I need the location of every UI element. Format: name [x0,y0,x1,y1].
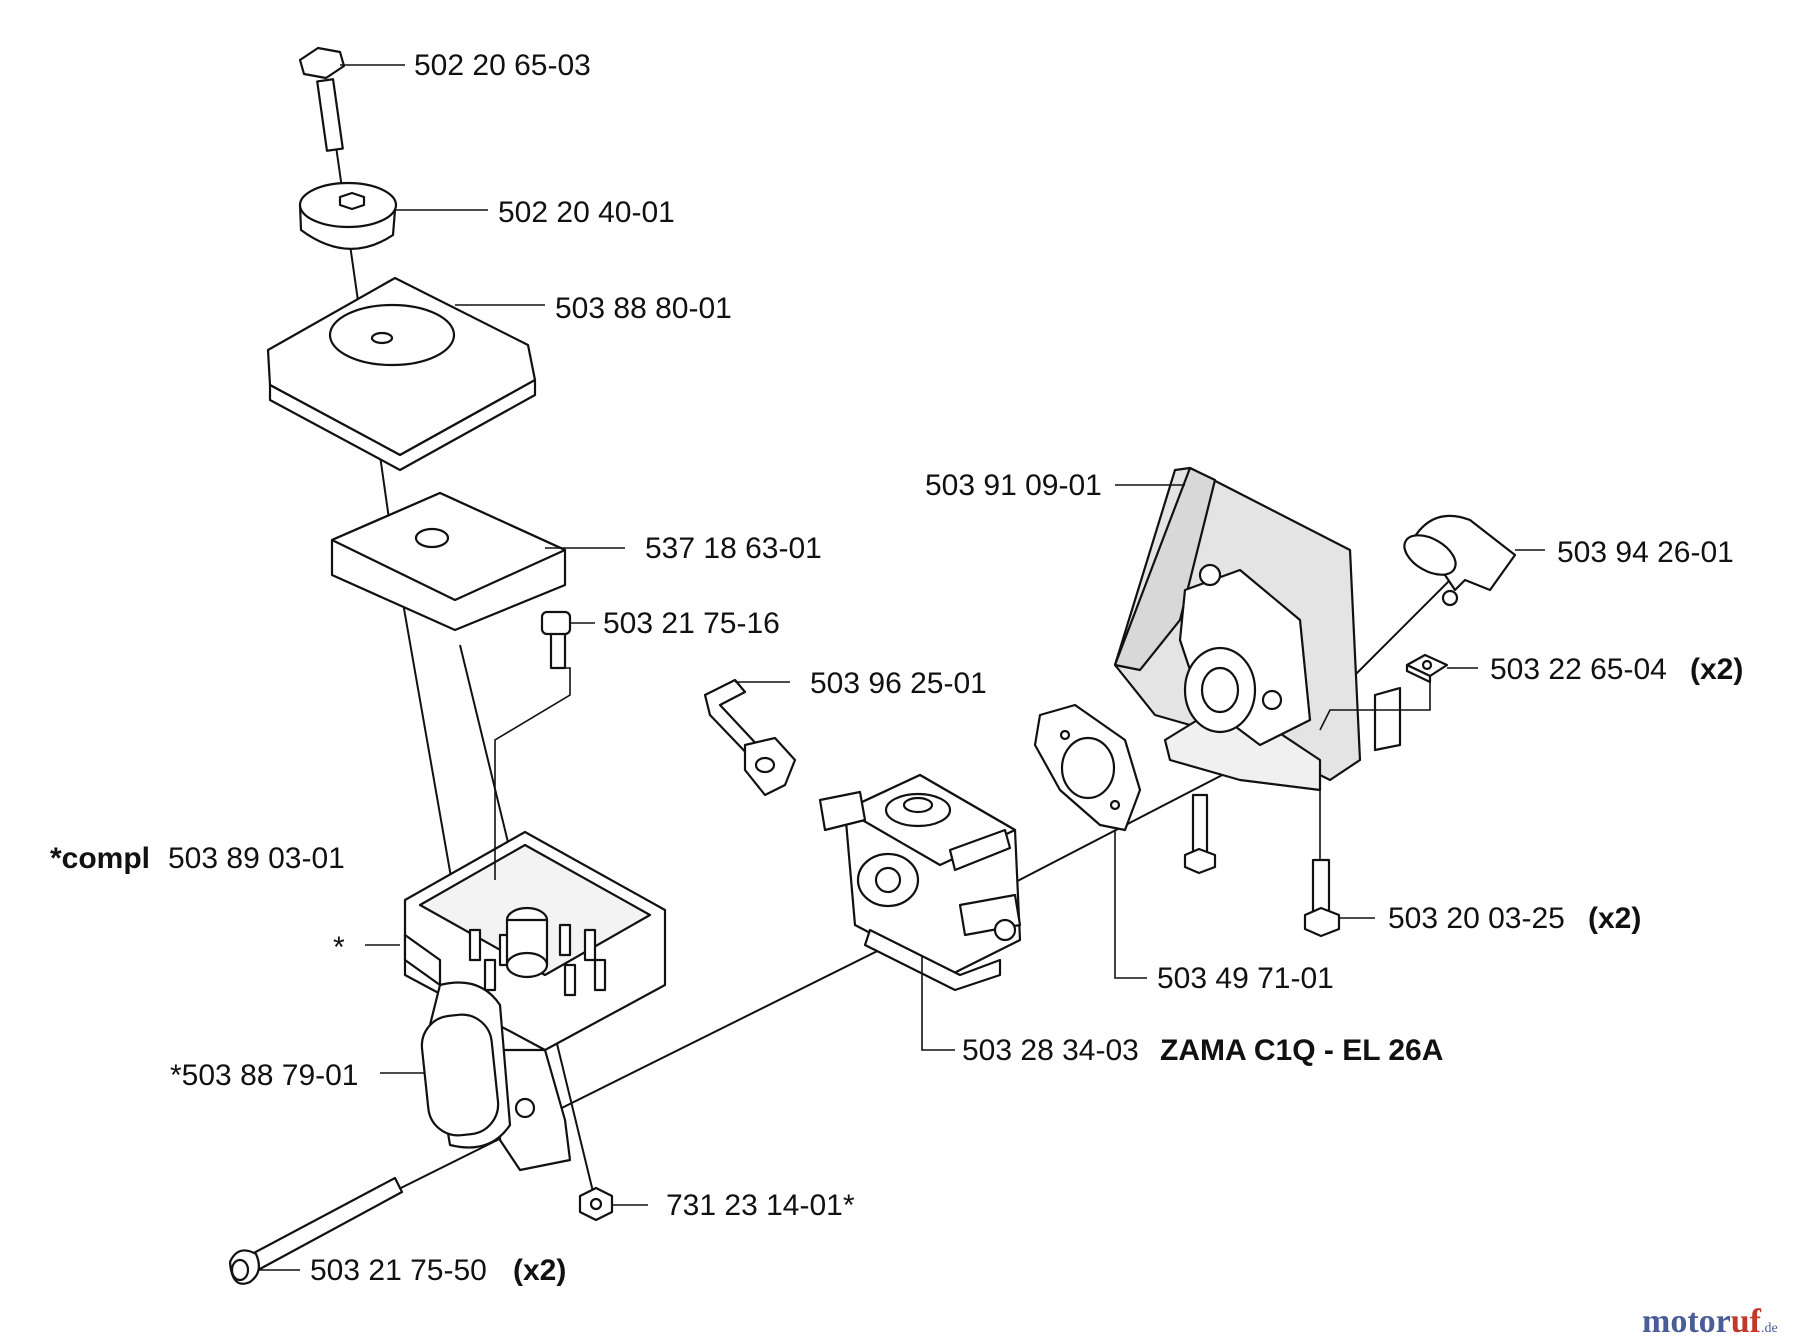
label-screw-long: 503 20 03-25 [1388,902,1565,935]
svg-text:motoruf.de: motoruf.de [1642,1303,1778,1340]
part-labels: 502 20 65-03 502 20 40-01 503 88 80-01 5… [50,49,1743,1287]
label-knob: 502 20 40-01 [498,196,675,229]
carburetor [818,773,1022,992]
label-screw-small: 503 21 75-16 [603,607,780,640]
label-carburetor-model: ZAMA C1Q - EL 26A [1160,1034,1443,1067]
label-primer-bulb: *503 88 79-01 [170,1059,359,1092]
filter-pad [330,491,567,632]
gasket [1033,703,1142,832]
label-bolt-top: 502 20 65-03 [414,49,591,82]
watermark-part-b: uf [1731,1303,1762,1340]
fuel-hose [703,678,797,797]
sleeve [1403,514,1517,607]
housing-screw [1183,793,1217,875]
intake-housing [1113,466,1402,792]
knob [298,181,398,250]
label-long-bolt-qty: (x2) [513,1254,566,1287]
label-housing: 503 91 09-01 [925,469,1102,502]
primer-bulb [420,981,512,1149]
label-square-nut: 503 22 65-04 [1490,653,1667,686]
label-nut: 731 23 14-01* [666,1189,855,1222]
filter-pins [468,923,607,997]
top-bolt [298,46,346,152]
label-filter-pad: 537 18 63-01 [645,532,822,565]
label-square-nut-qty: (x2) [1690,653,1743,686]
nut [578,1186,614,1222]
label-carburetor: 503 28 34-03 [962,1034,1139,1067]
square-nut [1405,653,1449,684]
small-screw [540,610,572,670]
leader-lines [258,64,1545,1271]
label-long-bolt: 503 21 75-50 [310,1254,487,1287]
label-compl-prefix: *compl [50,842,150,875]
label-sleeve: 503 94 26-01 [1557,536,1734,569]
watermark-logo: motoruf.de [1642,1303,1778,1340]
label-filter-cover: 503 88 80-01 [555,292,732,325]
label-fuel-hose: 503 96 25-01 [810,667,987,700]
label-asterisk: * [333,931,345,964]
label-screw-long-qty: (x2) [1588,902,1641,935]
long-screw [1303,858,1341,938]
label-gasket: 503 49 71-01 [1157,962,1334,995]
long-bolt [228,1176,404,1285]
watermark-part-c: .de [1761,1321,1778,1336]
filter-cover [266,276,537,472]
label-compl: 503 89 03-01 [168,842,345,875]
watermark-part-a: motor [1642,1303,1731,1340]
